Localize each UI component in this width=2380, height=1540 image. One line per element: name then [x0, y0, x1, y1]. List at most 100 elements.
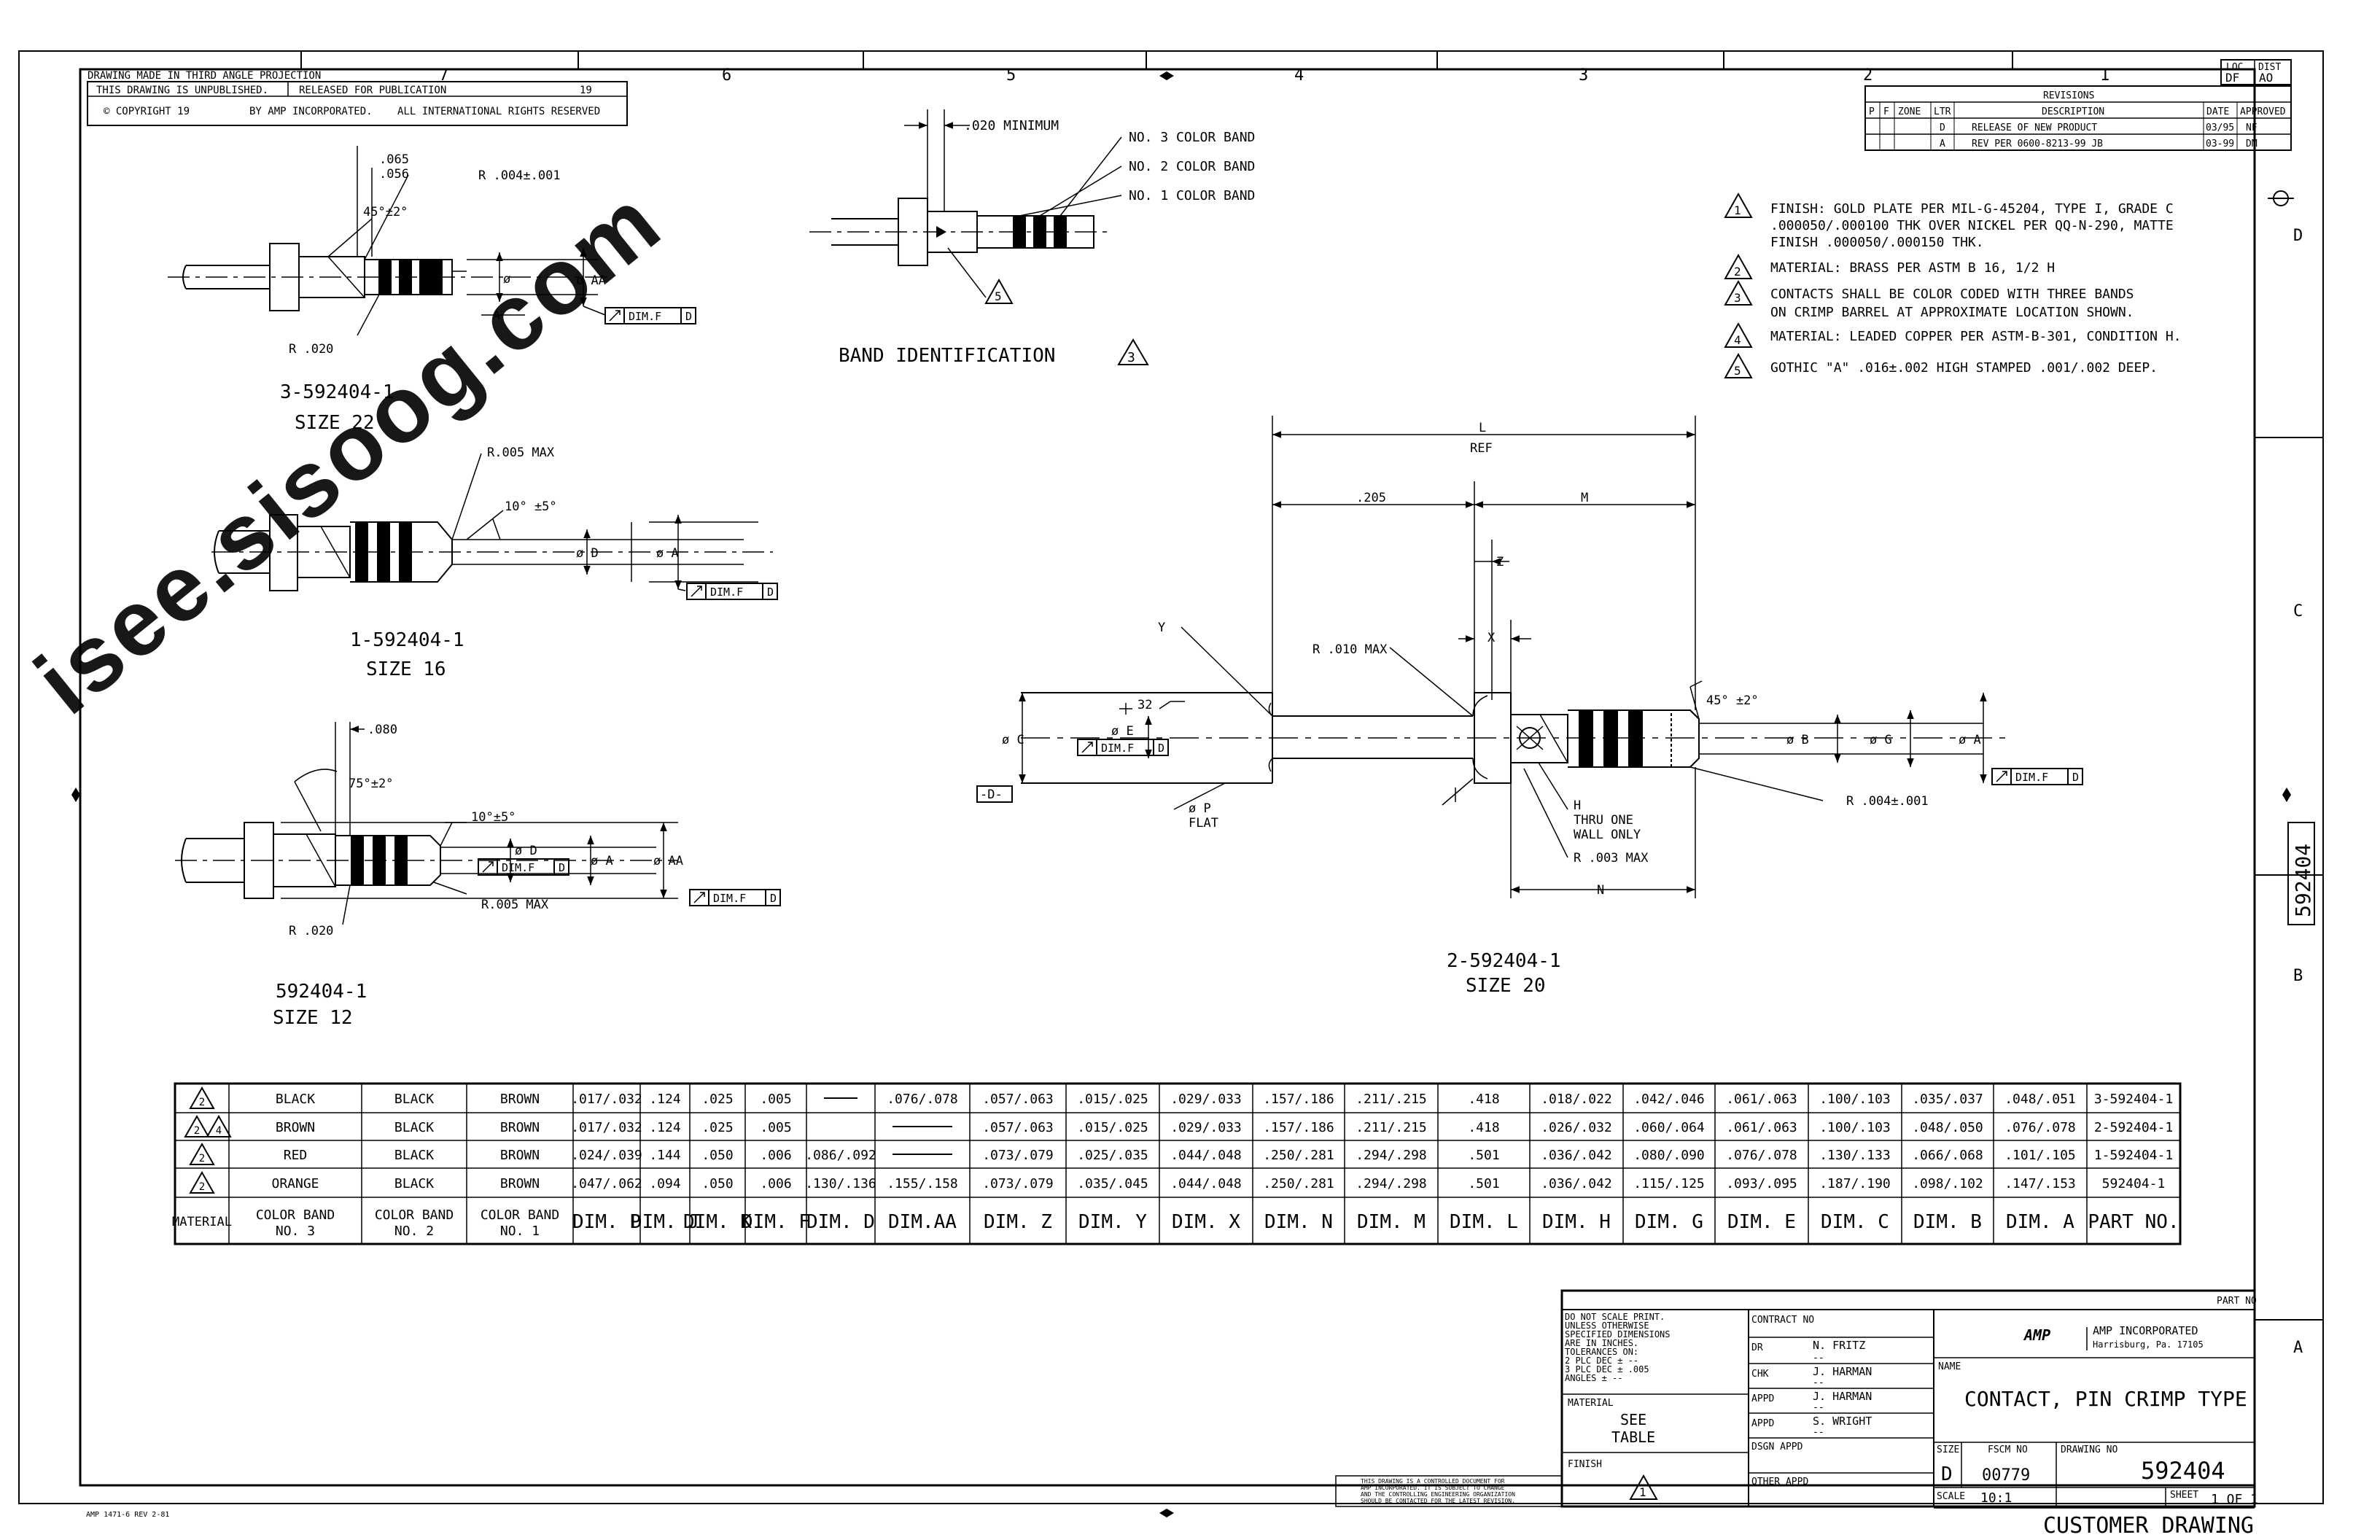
appd-dash: --: [1813, 1402, 1824, 1413]
cell-color-band-3: RED: [284, 1148, 308, 1163]
side-drawing-number-text: 592404: [2291, 844, 2315, 917]
tolerance-line: TOLERANCES ON:: [1565, 1347, 1638, 1357]
rev-hdr-p: P: [1869, 106, 1875, 117]
datum-d: D: [559, 861, 565, 874]
dim-056: .056: [379, 167, 409, 182]
cell-value: .294/.298: [1356, 1148, 1427, 1163]
amp-logo: AMP: [2023, 1326, 2050, 1344]
unpublished-note: THIS DRAWING IS UNPUBLISHED.: [96, 85, 268, 96]
angle-75: 75°±2°: [349, 777, 393, 791]
cell-value: .073/.079: [982, 1176, 1054, 1191]
cell-value: .187/.190: [1819, 1176, 1891, 1191]
cell-value: .024/.039: [571, 1148, 642, 1163]
cell-value: .018/.022: [1541, 1092, 1612, 1107]
band-title-triangle-number: 3: [1127, 350, 1135, 365]
header-dim: DIM. F: [742, 1211, 810, 1233]
name-label: NAME: [1938, 1361, 1961, 1372]
phi-a-label: ø A: [591, 854, 613, 868]
view-size-20: [976, 416, 2083, 898]
radius-020: R .020: [289, 924, 333, 938]
controlled-doc-line: AND THE CONTROLLING ENGINEERING ORGANIZA…: [1361, 1491, 1515, 1498]
zone-column-labels: 7 6 5 4 3 2 1: [439, 66, 2109, 85]
release-note: RELEASED FOR PUBLICATION: [299, 85, 446, 96]
tolerance-line: ARE IN INCHES.: [1565, 1338, 1638, 1348]
controlled-doc-line: SHOULD BE CONTACTED FOR THE LATEST REVIS…: [1361, 1498, 1515, 1504]
header-color-band-3-no: NO. 3: [276, 1224, 315, 1239]
header-dim: DIM. Z: [984, 1211, 1052, 1233]
zone-row-d: D: [2293, 227, 2303, 245]
angle-45: 45°±2°: [363, 205, 408, 219]
datum-d: D: [2072, 771, 2079, 784]
dim-y: Y: [1158, 621, 1165, 635]
header-dim: DIM. K: [683, 1211, 752, 1233]
dim-f-label: DIM.F: [629, 310, 661, 323]
datum-d-flag: -D-: [980, 788, 1003, 802]
header-part-no: PART NO.: [2088, 1211, 2179, 1233]
cell-color-band-2: BLACK: [394, 1176, 434, 1191]
loc-dist-box: LOC DF DIST AO: [2220, 59, 2292, 85]
dim-f-label: DIM.F: [2015, 771, 2048, 784]
note-2: 2 MATERIAL: BRASS PER ASTM B 16, 1/2 H: [1724, 253, 2055, 279]
cell-value: .147/.153: [2004, 1176, 2076, 1191]
cell-part-number: 3-592404-1: [2094, 1092, 2173, 1107]
cell-value: .050: [701, 1176, 733, 1191]
cell-value: .015/.025: [1077, 1120, 1148, 1135]
cell-value: .080/.090: [1633, 1148, 1705, 1163]
tolerance-line: ANGLES ± --: [1565, 1373, 1622, 1383]
cell-color-band-3: BLACK: [276, 1092, 315, 1107]
cell-value: .029/.033: [1170, 1120, 1242, 1135]
scale-value: 10:1: [1980, 1490, 2012, 1506]
cell-value: .017/.032: [571, 1092, 642, 1107]
cell-color-band-2: BLACK: [394, 1148, 434, 1163]
dr-name: N. FRITZ: [1813, 1339, 1865, 1352]
rev-hdr-ltr: LTR: [1934, 106, 1951, 117]
view-size-20-labels: L REF .205 M Z X Y R .010 MAX 32 ø E ø C…: [980, 421, 2079, 997]
view-22-part: 3-592404-1: [280, 381, 394, 403]
note-triangle: [189, 1142, 215, 1165]
note-line: MATERIAL: BRASS PER ASTM B 16, 1/2 H: [1770, 260, 2055, 276]
note-number: 4: [1734, 333, 1741, 347]
dim-x: X: [1488, 631, 1496, 645]
cell-value: .124: [649, 1092, 680, 1107]
dr-dash: --: [1813, 1353, 1824, 1364]
datum-d: D: [767, 586, 774, 599]
rev-row-desc: REV PER 0600-8213-99 JB: [1972, 139, 2103, 149]
note-triangle: [184, 1114, 210, 1138]
cell-value: .211/.215: [1356, 1120, 1427, 1135]
cell-value: .144: [649, 1148, 680, 1163]
dim-h: H: [1574, 798, 1581, 813]
note-triangle: [189, 1086, 215, 1109]
band-identification-view: [809, 109, 1149, 365]
dim-f-label: DIM.F: [713, 892, 746, 905]
cell-value: .250/.281: [1263, 1176, 1334, 1191]
top-left-block: DRAWING MADE IN THIRD ANGLE PROJECTION T…: [87, 70, 628, 126]
note-line: .000050/.000100 THK OVER NICKEL PER QQ-N…: [1770, 218, 2174, 233]
surface-finish-32: 32: [1138, 698, 1152, 712]
zone-col-6: 6: [722, 66, 731, 85]
note-3: 3 CONTACTS SHALL BE COLOR CODED WITH THR…: [1724, 279, 2134, 320]
min-label: .020 MINIMUM: [964, 118, 1059, 133]
cell-color-band-1: BROWN: [500, 1148, 540, 1163]
zone-row-b: B: [2293, 967, 2303, 985]
copyright-note: © COPYRIGHT 19: [104, 106, 190, 117]
rev-hdr-desc: DESCRIPTION: [2042, 106, 2104, 117]
rev-row-approved: NF: [2246, 122, 2258, 133]
note-triangle-number: 2: [199, 1153, 205, 1164]
cell-color-band-1: BROWN: [500, 1176, 540, 1191]
zone-col-3: 3: [1579, 66, 1588, 85]
chk-label: CHK: [1751, 1369, 1769, 1380]
rev-row-desc: RELEASE OF NEW PRODUCT: [1972, 122, 2097, 133]
tolerance-line: DO NOT SCALE PRINT.: [1565, 1312, 1665, 1322]
cell-value: .025: [701, 1092, 733, 1107]
cell-value: .048/.051: [2004, 1092, 2076, 1107]
dim-n: N: [1597, 883, 1604, 898]
tolerance-line: 3 PLC DEC ± .005: [1565, 1364, 1649, 1374]
cell-value: .501: [1468, 1148, 1499, 1163]
cell-color-band-3: BROWN: [276, 1120, 315, 1135]
cell-value: .211/.215: [1356, 1092, 1427, 1107]
dim-a-label: A: [493, 308, 500, 323]
angle-10: 10° ±5°: [505, 499, 557, 514]
rev-hdr-date: DATE: [2206, 106, 2229, 117]
controlled-doc-line: THIS DRAWING IS A CONTROLLED DOCUMENT FO…: [1361, 1478, 1505, 1485]
cell-value: .124: [649, 1120, 680, 1135]
